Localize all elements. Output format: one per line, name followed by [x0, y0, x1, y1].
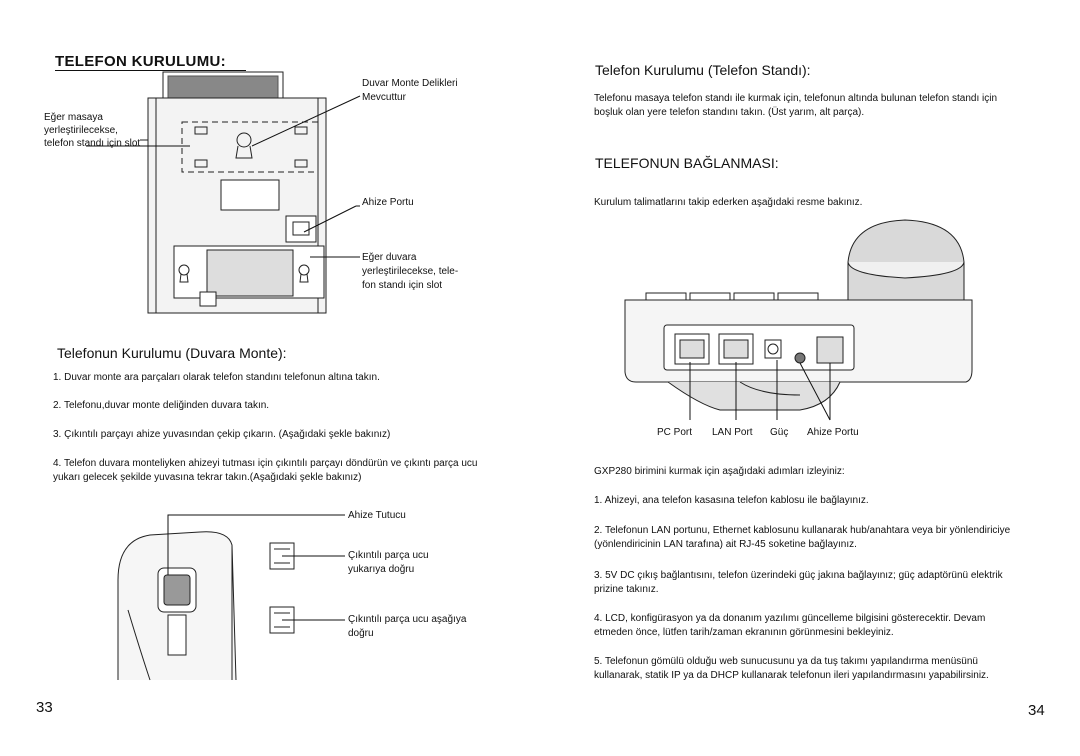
label-wall-slot-1: Eğer duvara: [362, 252, 417, 263]
port-label-pc: PC Port: [657, 427, 693, 438]
label-wall-holes-2: Mevcuttur: [362, 92, 406, 103]
label-tab-up-2: yukarıya doğru: [348, 564, 415, 575]
wall-step-4: 4. Telefon duvara monteliyken ahizeyi tu…: [53, 458, 478, 483]
label-wall-slot-3: fon standı için slot: [362, 280, 443, 291]
connect-intro: Kurulum talimatlarını takip ederken aşağ…: [594, 197, 863, 208]
label-tab-down-1: Çıkıntılı parça ucu aşağıya: [348, 614, 467, 625]
stand-text: Telefonu masaya telefon standı ile kurma…: [594, 93, 998, 118]
label-wall-slot-2: yerleştirilecekse, tele-: [362, 266, 459, 277]
label-tab-down-2: doğru: [348, 628, 374, 639]
wall-step-2: 2. Telefonu,duvar monte deliğinden duvar…: [53, 400, 270, 411]
label-handset-port: Ahize Portu: [362, 197, 414, 208]
connect-step-2: 2. Telefonun LAN portunu, Ethernet kablo…: [594, 525, 1011, 550]
wall-mount-heading: Telefonun Kurulumu (Duvara Monte):: [57, 345, 287, 361]
connect-step-5: 5. Telefonun gömülü olduğu web sunucusun…: [594, 656, 989, 681]
heading-underline: [55, 70, 246, 71]
connect-heading: TELEFONUN BAĞLANMASI:: [595, 155, 779, 171]
connect-step-1: 1. Ahizeyi, ana telefon kasasına telefon…: [594, 495, 869, 506]
connect-step-4: 4. LCD, konfigürasyon ya da donanım yazı…: [594, 613, 986, 638]
wall-step-1: 1. Duvar monte ara parçaları olarak tele…: [53, 372, 380, 383]
label-tab-up-1: Çıkıntılı parça ucu: [348, 550, 429, 561]
port-label-power: Güç: [770, 427, 789, 438]
port-label-handset: Ahize Portu: [807, 427, 859, 438]
wall-step-3: 3. Çıkıntılı parçayı ahize yuvasından çe…: [53, 429, 391, 440]
page-number-left: 33: [36, 699, 53, 716]
steps-intro: GXP280 birimini kurmak için aşağıdaki ad…: [594, 466, 845, 477]
left-page-heading: TELEFON KURULUMU:: [55, 53, 226, 70]
connect-step-3: 3. 5V DC çıkış bağlantısını, telefon üze…: [594, 570, 1003, 595]
label-handset-holder: Ahize Tutucu: [348, 510, 406, 521]
port-label-lan: LAN Port: [712, 427, 753, 438]
page-number-right: 34: [1028, 702, 1045, 719]
stand-heading: Telefon Kurulumu (Telefon Standı):: [595, 62, 811, 78]
label-wall-holes-1: Duvar Monte Delikleri: [362, 78, 458, 89]
label-desk-slot: Eğer masaya yerleştirilecekse, telefon s…: [44, 112, 141, 149]
